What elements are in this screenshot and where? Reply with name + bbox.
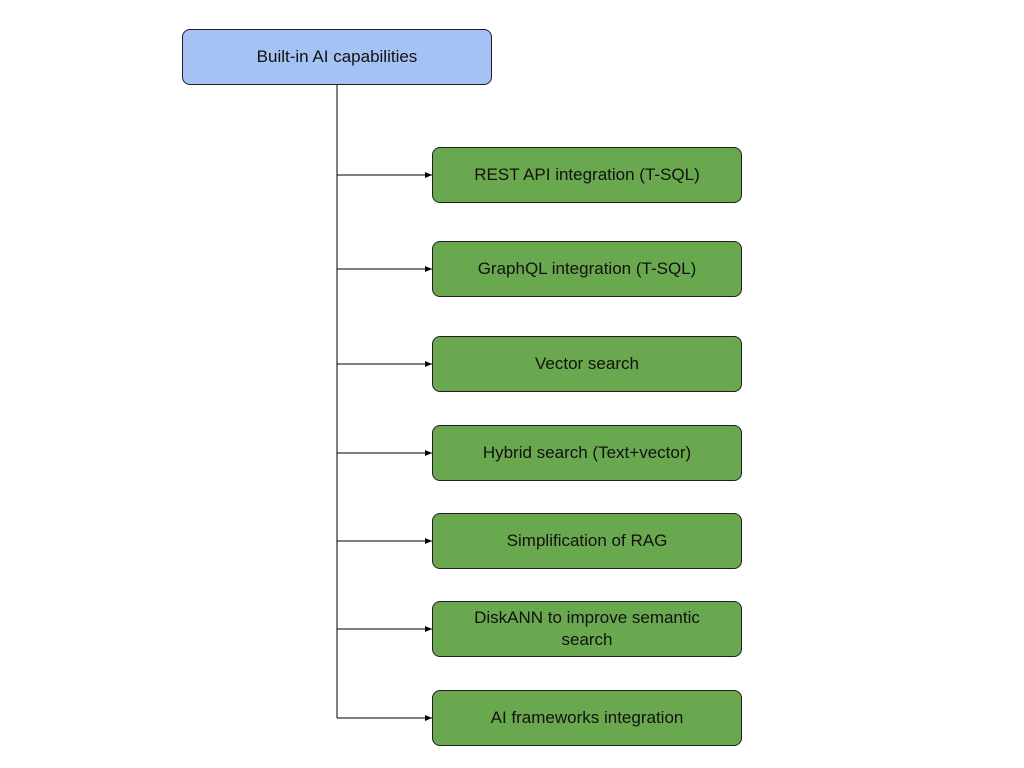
child-node-graphql-integration: GraphQL integration (T-SQL): [432, 241, 742, 297]
child-node-label: Hybrid search (Text+vector): [482, 443, 692, 462]
child-node-label: GraphQL integration (T-SQL): [477, 259, 697, 278]
child-node-label: DiskANN to improve semantic search: [474, 608, 700, 649]
child-node-label: Simplification of RAG: [506, 531, 668, 550]
child-node-hybrid-search: Hybrid search (Text+vector): [432, 425, 742, 481]
child-node-vector-search: Vector search: [432, 336, 742, 392]
child-node-label: REST API integration (T-SQL): [474, 165, 700, 184]
child-node-ai-frameworks-integration: AI frameworks integration: [432, 690, 742, 746]
child-node-rest-api-integration: REST API integration (T-SQL): [432, 147, 742, 203]
child-node-label: AI frameworks integration: [490, 708, 684, 727]
child-node-label: Vector search: [535, 354, 639, 373]
root-node-label: Built-in AI capabilities: [256, 47, 418, 66]
child-node-simplification-of-rag: Simplification of RAG: [432, 513, 742, 569]
root-node-built-in-ai-capabilities: Built-in AI capabilities: [182, 29, 492, 85]
child-node-diskann: DiskANN to improve semantic search: [432, 601, 742, 657]
